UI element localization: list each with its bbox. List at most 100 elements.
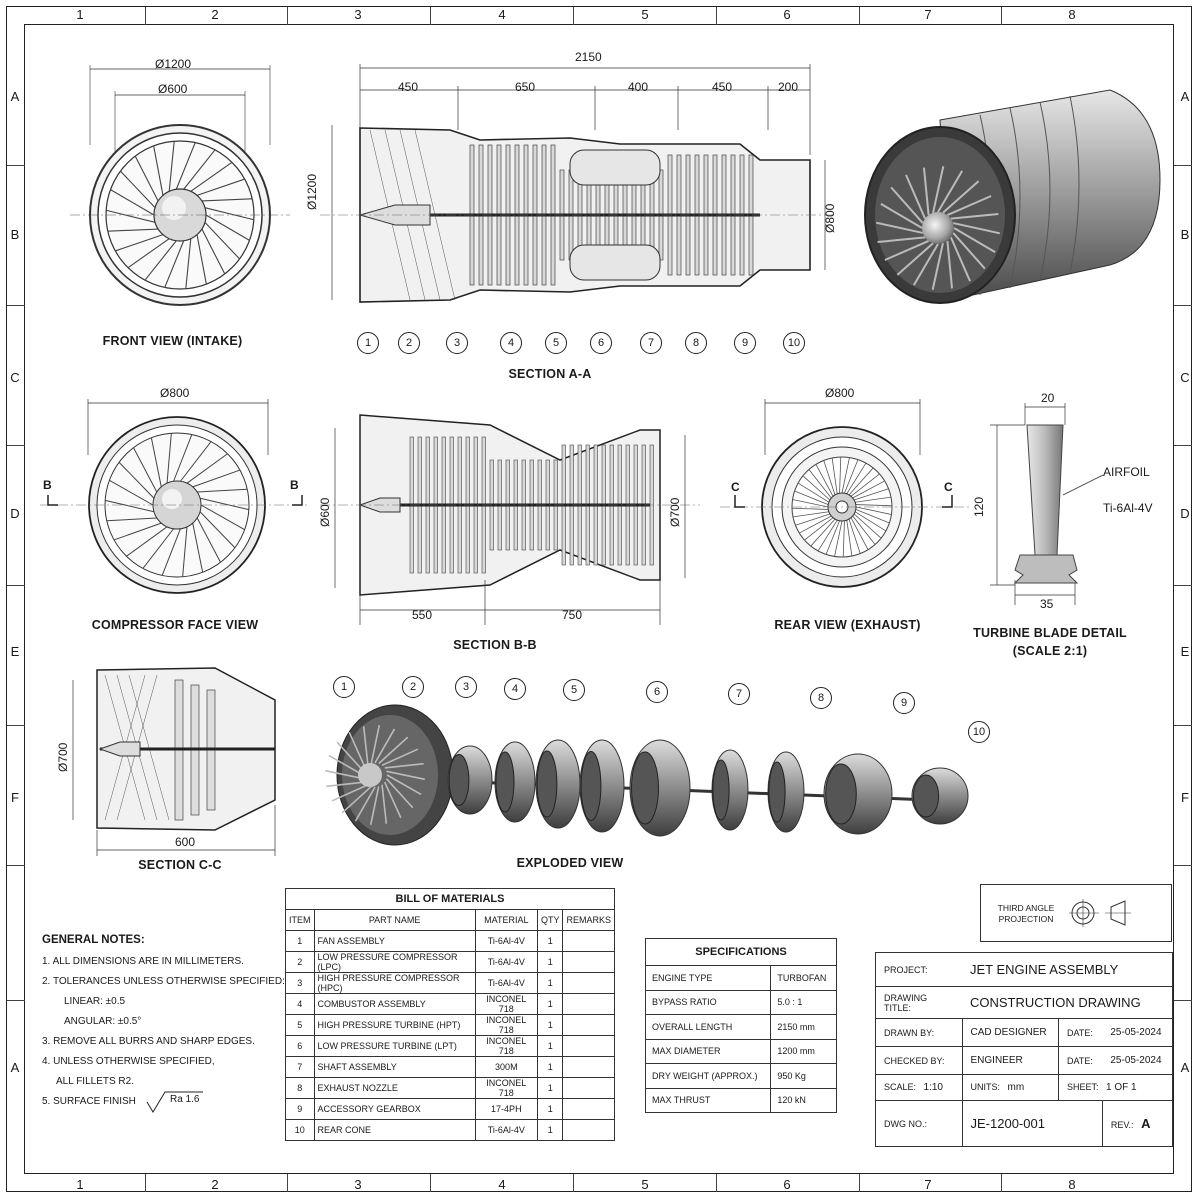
blade	[134, 155, 159, 202]
bom-cell: 1	[536, 993, 564, 1015]
project-name: JET ENGINE ASSEMBLY	[962, 952, 1173, 987]
spec-value: 120 kN	[770, 1087, 837, 1113]
spec-row: DRY WEIGHT (APPROX.)950 Kg	[644, 1063, 837, 1089]
blade	[200, 504, 245, 531]
bom-cell: 4	[285, 993, 315, 1015]
bom-cell: 8	[285, 1077, 315, 1099]
blade	[942, 180, 980, 214]
blade	[370, 725, 381, 764]
zone-column-label: 7	[924, 7, 932, 22]
blade	[175, 142, 196, 190]
zone-row-label: F	[1181, 790, 1189, 805]
blade	[383, 781, 402, 819]
turbine-blade-drawing	[990, 403, 1104, 605]
zone-tick	[145, 1174, 146, 1192]
blade	[947, 195, 992, 216]
bom-cell	[562, 951, 615, 973]
blade	[386, 774, 422, 796]
exploded-part-face	[448, 754, 470, 806]
bom-cell: Ti-6Al-4V	[474, 951, 538, 973]
bom-cell	[562, 1098, 615, 1120]
front-view-drawing	[70, 65, 290, 306]
exploded-part-face	[712, 759, 730, 821]
bom-cell: 1	[536, 1098, 564, 1120]
blade	[381, 748, 419, 767]
blade	[922, 167, 930, 216]
bom-cell: INCONEL 718	[474, 1014, 538, 1036]
zone-column-label: 3	[354, 7, 362, 22]
bom-cell	[562, 930, 615, 952]
blade	[850, 473, 880, 497]
blade	[354, 786, 376, 822]
zone-tick	[7, 305, 25, 306]
drawing-title-label: DRAWING TITLE:	[875, 986, 962, 1019]
bom-cell: 7	[285, 1056, 315, 1078]
bom-header-item: ITEM	[285, 909, 315, 931]
bom-header-remarks: REMARKS	[562, 909, 615, 931]
callout-balloon: 4	[504, 678, 526, 700]
blade	[166, 433, 172, 484]
bom-cell: Ti-6Al-4V	[474, 972, 538, 994]
blade	[199, 497, 249, 511]
blade-detail-label: TURBINE BLADE DETAIL	[973, 626, 1127, 640]
spec-value: 950 Kg	[770, 1063, 837, 1089]
spec-label: MAX THRUST	[644, 1087, 772, 1113]
zone-row-label: D	[10, 506, 20, 521]
zone-tick	[7, 165, 25, 166]
exploded-part-face	[495, 751, 515, 813]
rear-diameter: Ø800	[825, 386, 855, 400]
zone-column-label: 4	[498, 7, 506, 22]
zone-row-label: C	[1180, 370, 1190, 385]
rev-cell: REV.: A	[1101, 1100, 1174, 1147]
blade	[110, 189, 155, 216]
bom-cell: HIGH PRESSURE COMPRESSOR (HPC)	[313, 972, 476, 994]
projection-line-1: THIRD ANGLE	[997, 903, 1055, 913]
callout-balloon: 10	[783, 332, 805, 354]
aa-segment-dimension: 450	[398, 80, 419, 94]
compressor-diameter: Ø800	[160, 386, 190, 400]
third-angle-projection-icon	[1069, 899, 1131, 927]
blade	[197, 488, 248, 493]
blade	[164, 240, 185, 288]
bom-cell: SHAFT ASSEMBLY	[313, 1056, 476, 1078]
blade	[815, 464, 834, 497]
compressor-face-drawing	[40, 399, 310, 594]
drawn-by-label: DRAWN BY:	[875, 1018, 963, 1047]
units-cell: UNITS: mm	[961, 1074, 1059, 1101]
bom-header-qty: QTY	[536, 909, 564, 931]
general-notes-heading: GENERAL NOTES:	[42, 934, 145, 946]
section-b-marker-right: B	[290, 478, 299, 492]
blade	[842, 520, 845, 557]
blade	[792, 511, 829, 518]
spec-label: BYPASS RATIO	[644, 989, 772, 1015]
zone-tick	[859, 7, 860, 25]
bom-cell: INCONEL 718	[474, 993, 538, 1015]
blade	[190, 161, 233, 192]
note-1: 1. ALL DIMENSIONS ARE IN MILLIMETERS.	[42, 956, 244, 967]
zone-tick	[145, 7, 146, 25]
blade	[937, 170, 964, 213]
zone-tick	[7, 865, 25, 866]
blade	[950, 212, 999, 220]
blade	[192, 523, 204, 573]
blade	[905, 174, 926, 219]
blade	[877, 236, 926, 244]
bom-cell: 1	[285, 930, 315, 952]
aa-right-diameter: Ø800	[823, 203, 837, 233]
note-4: 4. UNLESS OTHERWISE SPECIFIED,	[42, 1056, 215, 1067]
zone-tick	[7, 445, 25, 446]
callout-balloon: 2	[402, 676, 424, 698]
zone-row-label: D	[1180, 506, 1190, 521]
cc-diameter: Ø700	[56, 742, 70, 772]
bom-cell: 1	[536, 1014, 564, 1036]
blade	[173, 434, 193, 482]
bom-cell: LOW PRESSURE COMPRESSOR (LPC)	[313, 951, 476, 973]
section-bb-drawing	[320, 414, 700, 625]
zone-row-label: B	[10, 227, 20, 242]
general-notes: GENERAL NOTES: 1. ALL DIMENSIONS ARE IN …	[42, 930, 285, 1112]
blade	[150, 437, 162, 487]
